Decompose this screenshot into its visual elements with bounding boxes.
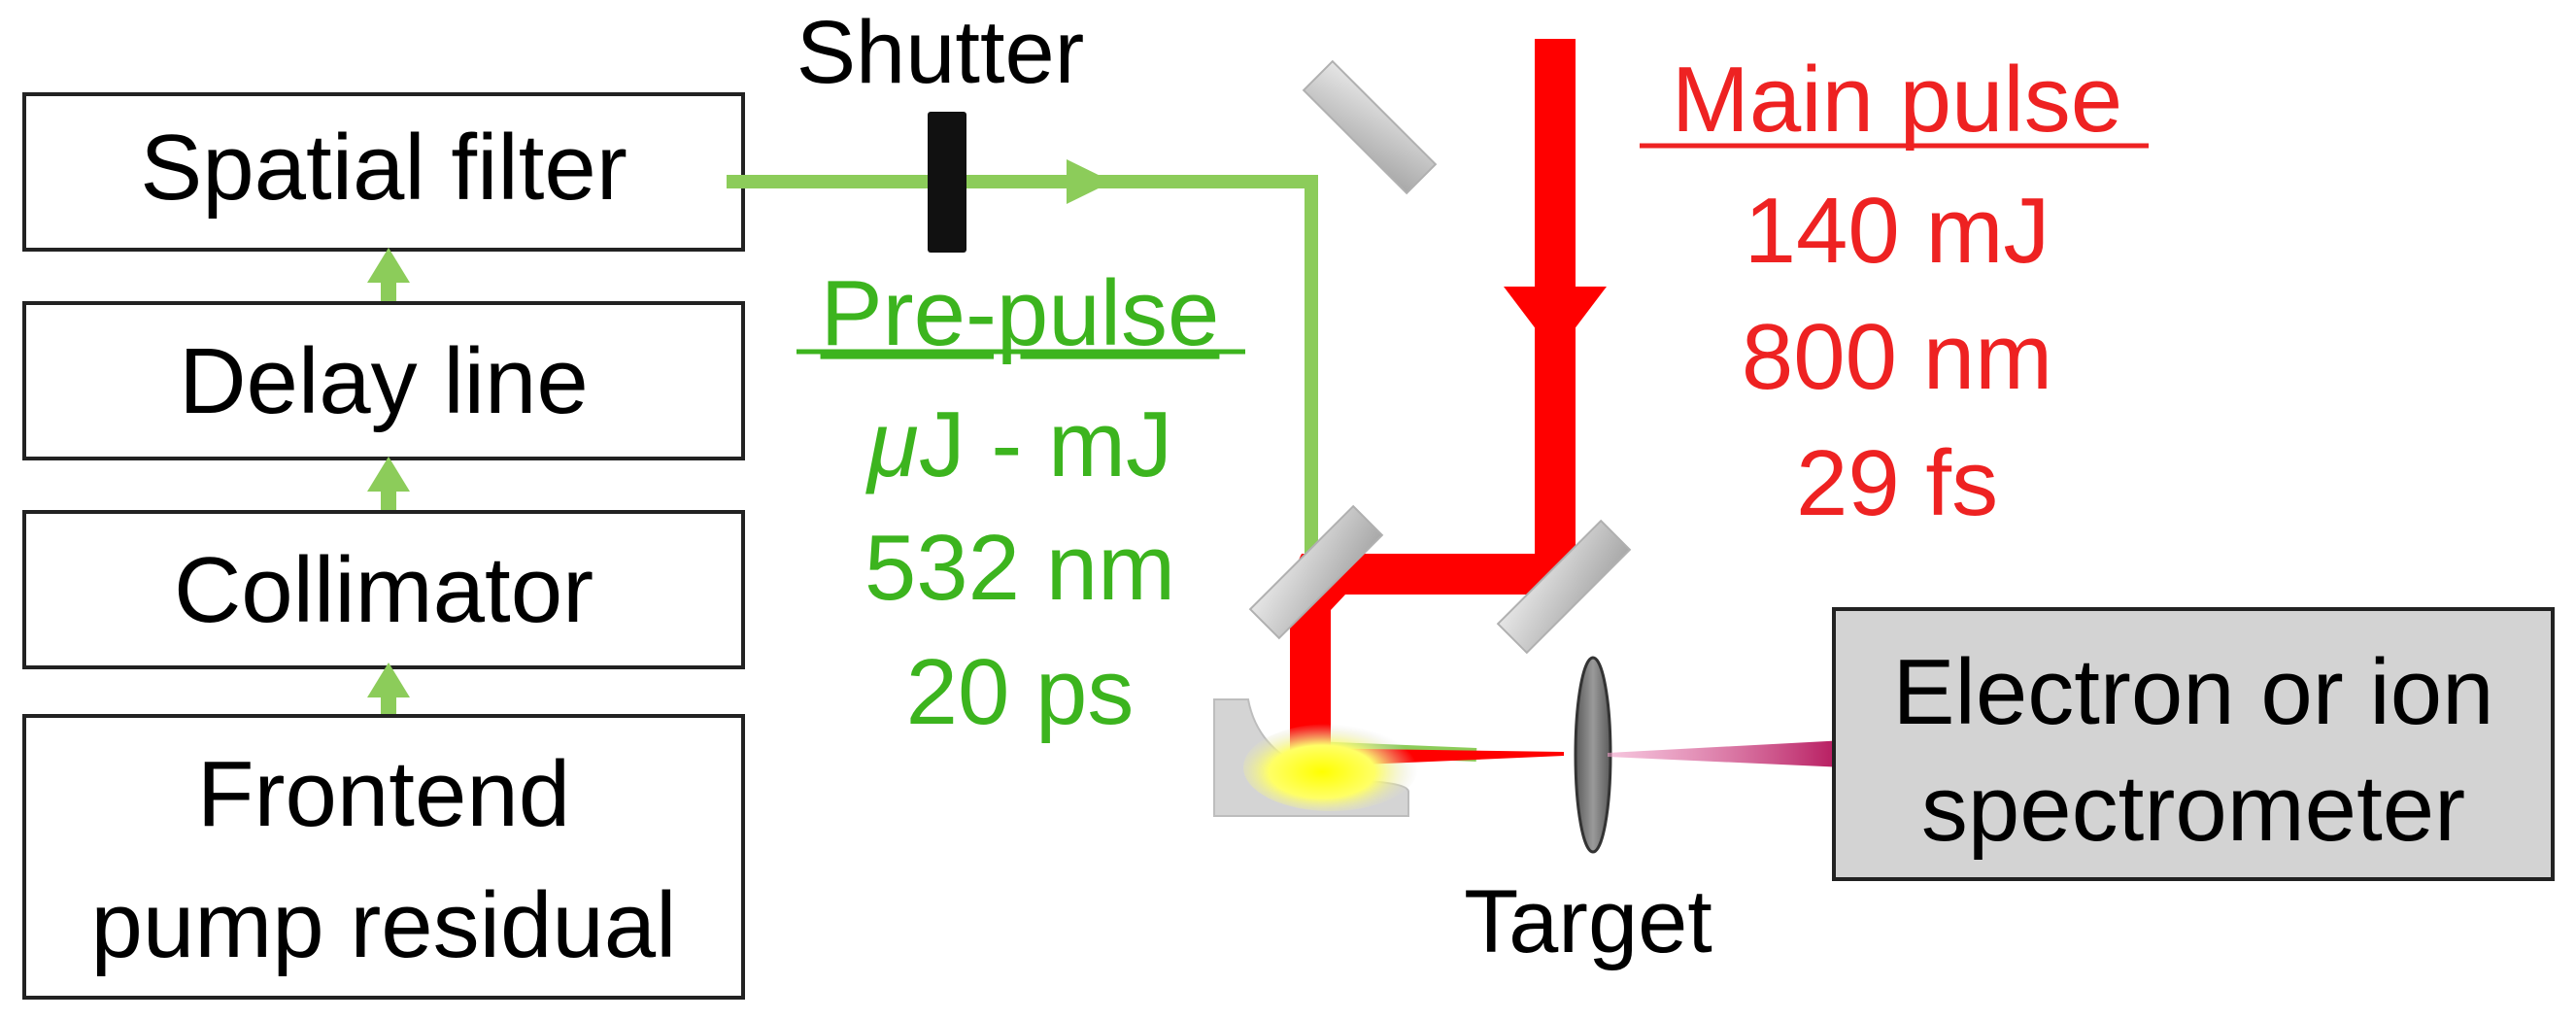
up-arrow-collimator [367, 663, 410, 714]
frontend-label-line2: pump residual [91, 873, 677, 977]
pre-pulse-energy-unit: J - mJ [919, 392, 1172, 496]
shutter-label: Shutter [797, 3, 1085, 102]
frontend-box: Frontend pump residual [22, 714, 745, 1000]
mu-symbol: μ [864, 392, 919, 496]
collimator-label: Collimator [174, 538, 593, 642]
red-beam [1290, 39, 1607, 763]
focusing-mirror [1213, 698, 1418, 817]
up-arrow-delay [367, 457, 410, 510]
green-beam-arrowhead [1067, 159, 1112, 204]
target-label: Target [1464, 872, 1712, 971]
collimator-box: Collimator [22, 510, 745, 669]
up-arrows [367, 248, 410, 714]
pre-pulse-wavelength: 532 nm [864, 516, 1175, 620]
spatial-filter-box: Spatial filter [22, 92, 745, 252]
spectrometer-label-line1: Electron or ion [1893, 640, 2494, 744]
pre-pulse-energy: μJ - mJ [864, 392, 1172, 496]
main-pulse-title: Main pulse [1672, 48, 2122, 152]
up-arrow-spatial [367, 248, 410, 301]
pre-pulse-title: Pre-pulse [821, 261, 1220, 365]
spectrometer-box: Electron or ion spectrometer [1832, 607, 2555, 881]
target [1574, 656, 1612, 854]
delay-line-box: Delay line [22, 301, 745, 460]
main-pulse-info: Main pulse 140 mJ 800 nm 29 fs [1640, 48, 2149, 535]
mirror-right [1496, 519, 1632, 655]
pre-pulse-duration: 20 ps [906, 640, 1135, 744]
spectrometer-label-line2: spectrometer [1921, 757, 2465, 861]
mirror-top [1302, 59, 1438, 195]
delay-line-label: Delay line [179, 329, 589, 433]
mirror-middle [1248, 504, 1384, 640]
pre-pulse-info: Pre-pulse μJ - mJ 532 nm 20 ps [797, 261, 1245, 744]
main-pulse-wavelength: 800 nm [1742, 305, 2052, 409]
main-pulse-duration: 29 fs [1796, 431, 1998, 535]
shutter [928, 112, 966, 253]
main-pulse-energy: 140 mJ [1745, 179, 2051, 283]
electron-ion-beam [1608, 740, 1846, 767]
spatial-filter-label: Spatial filter [140, 116, 627, 220]
frontend-label-line1: Frontend [197, 742, 570, 846]
